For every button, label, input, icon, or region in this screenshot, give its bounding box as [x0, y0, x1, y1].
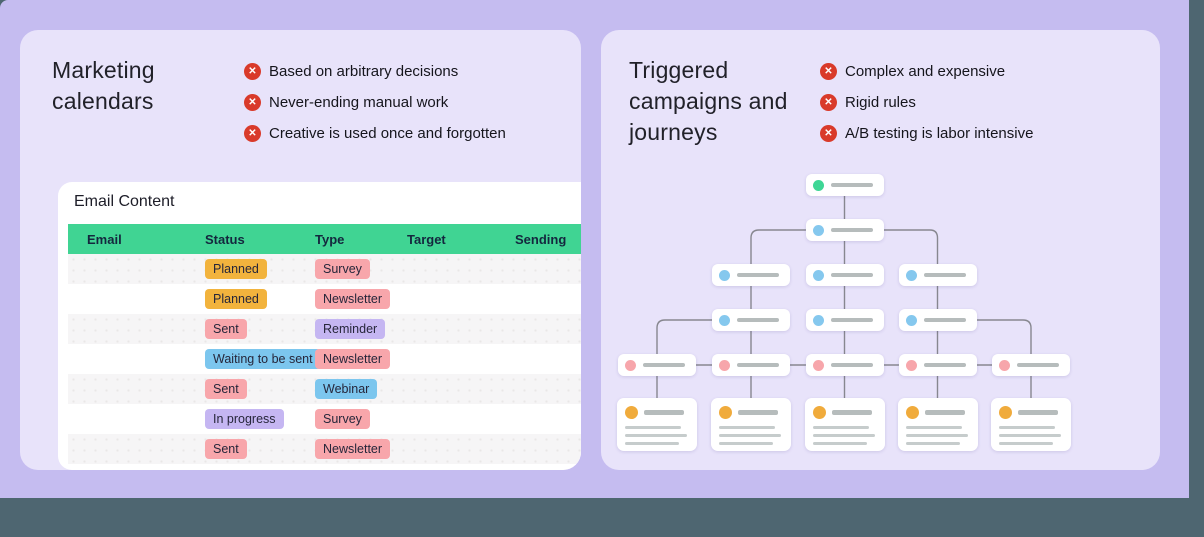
table-header-row: Email Status Type Target Sending — [68, 224, 581, 254]
drawback-item: ✕ Creative is used once and forgotten — [244, 124, 506, 142]
flow-content-card — [804, 398, 885, 451]
flow-node-branch — [805, 264, 884, 286]
drawback-label: Based on arbitrary decisions — [269, 62, 459, 80]
table-row: Planned Newsletter — [68, 284, 581, 314]
type-badge: Survey — [315, 258, 370, 280]
comparison-section: Marketing calendars ✕ Based on arbitrary… — [0, 0, 1189, 498]
flow-content-card — [711, 398, 791, 451]
flow-content-card — [617, 398, 697, 451]
type-badge: Newsletter — [315, 438, 391, 460]
flow-content-card — [897, 398, 978, 451]
amber-dot-icon — [719, 406, 732, 419]
table-row: Sent Newsletter — [68, 434, 581, 464]
drawback-item: ✕ Never-ending manual work — [244, 93, 506, 111]
type-badge: Reminder — [315, 318, 386, 340]
blue-dot-icon — [905, 269, 917, 281]
drawback-item: ✕ Rigid rules — [820, 93, 1033, 111]
x-circle-icon: ✕ — [244, 124, 261, 142]
type-badge: Newsletter — [315, 348, 391, 370]
x-circle-icon: ✕ — [244, 62, 261, 80]
x-circle-icon: ✕ — [820, 93, 837, 111]
flow-node-split — [898, 354, 977, 376]
status-badge: Waiting to be sent — [205, 348, 321, 370]
flow-node-branch — [805, 219, 884, 241]
pink-dot-icon — [625, 359, 636, 371]
flow-node-branch — [805, 309, 884, 331]
column-header-email: Email — [87, 231, 122, 247]
drawback-label: Never-ending manual work — [269, 93, 449, 111]
drawback-label: Complex and expensive — [845, 62, 1006, 80]
amber-dot-icon — [999, 406, 1012, 419]
table-row: Sent Reminder — [68, 314, 581, 344]
x-circle-icon: ✕ — [820, 124, 837, 142]
table-row: Planned Survey — [68, 254, 581, 284]
amber-dot-icon — [905, 406, 919, 419]
type-badge: Newsletter — [315, 288, 391, 310]
blue-dot-icon — [719, 314, 730, 326]
column-header-sending: Sending — [515, 231, 567, 247]
flow-node-split — [992, 354, 1070, 376]
page-title: Marketing calendars — [52, 57, 155, 114]
email-card-title: Email Content — [74, 193, 175, 210]
column-header-target: Target — [407, 231, 446, 247]
email-content-card: Email Content Email Status Type Target S… — [58, 182, 581, 470]
flow-content-card — [991, 398, 1071, 451]
flow-node-start — [805, 174, 884, 196]
table-row: Sent Webinar — [68, 374, 581, 404]
column-header-status: Status — [205, 231, 245, 247]
page-title: Triggered campaigns and journeys — [629, 57, 788, 145]
status-badge: Sent — [205, 438, 247, 460]
blue-dot-icon — [719, 269, 730, 281]
drawback-item: ✕ A/B testing is labor intensive — [820, 124, 1033, 142]
drawback-list: ✕ Complex and expensive ✕ Rigid rules ✕ … — [820, 62, 1033, 142]
drawback-label: Creative is used once and forgotten — [269, 124, 506, 142]
type-badge: Survey — [315, 408, 370, 430]
pink-dot-icon — [999, 359, 1010, 371]
pink-dot-icon — [905, 359, 917, 371]
green-dot-icon — [812, 179, 824, 191]
status-badge: Planned — [205, 288, 267, 310]
column-header-type: Type — [315, 231, 345, 247]
drawback-label: Rigid rules — [845, 93, 916, 111]
pink-dot-icon — [812, 359, 824, 371]
flowchart-connectors — [656, 195, 1032, 399]
drawback-item: ✕ Complex and expensive — [820, 62, 1033, 80]
email-table: Email Status Type Target Sending Planned… — [68, 224, 581, 464]
table-row: In progress Survey — [68, 404, 581, 434]
x-circle-icon: ✕ — [244, 93, 261, 111]
amber-dot-icon — [625, 406, 638, 419]
flow-node-split — [712, 354, 790, 376]
status-badge: Sent — [205, 318, 247, 340]
drawback-label: A/B testing is labor intensive — [845, 124, 1034, 142]
blue-dot-icon — [812, 269, 824, 281]
table-row: Waiting to be sent Newsletter — [68, 344, 581, 374]
status-badge: Planned — [205, 258, 267, 280]
flow-node-split — [805, 354, 884, 376]
flow-node-branch — [712, 309, 790, 331]
flow-node-branch — [712, 264, 790, 286]
drawback-item: ✕ Based on arbitrary decisions — [244, 62, 506, 80]
blue-dot-icon — [812, 224, 824, 236]
amber-dot-icon — [812, 406, 826, 419]
status-badge: Sent — [205, 378, 247, 400]
status-badge: In progress — [205, 408, 284, 430]
marketing-calendars-panel: Marketing calendars ✕ Based on arbitrary… — [20, 30, 581, 470]
type-badge: Webinar — [315, 378, 378, 400]
pink-dot-icon — [719, 359, 730, 371]
drawback-list: ✕ Based on arbitrary decisions ✕ Never-e… — [244, 62, 506, 142]
blue-dot-icon — [905, 314, 917, 326]
triggered-campaigns-panel: Triggered campaigns and journeys ✕ Compl… — [601, 30, 1160, 470]
flow-node-branch — [898, 264, 977, 286]
x-circle-icon: ✕ — [820, 62, 837, 80]
blue-dot-icon — [812, 314, 824, 326]
flow-node-branch — [898, 309, 977, 331]
flow-node-split — [618, 354, 696, 376]
